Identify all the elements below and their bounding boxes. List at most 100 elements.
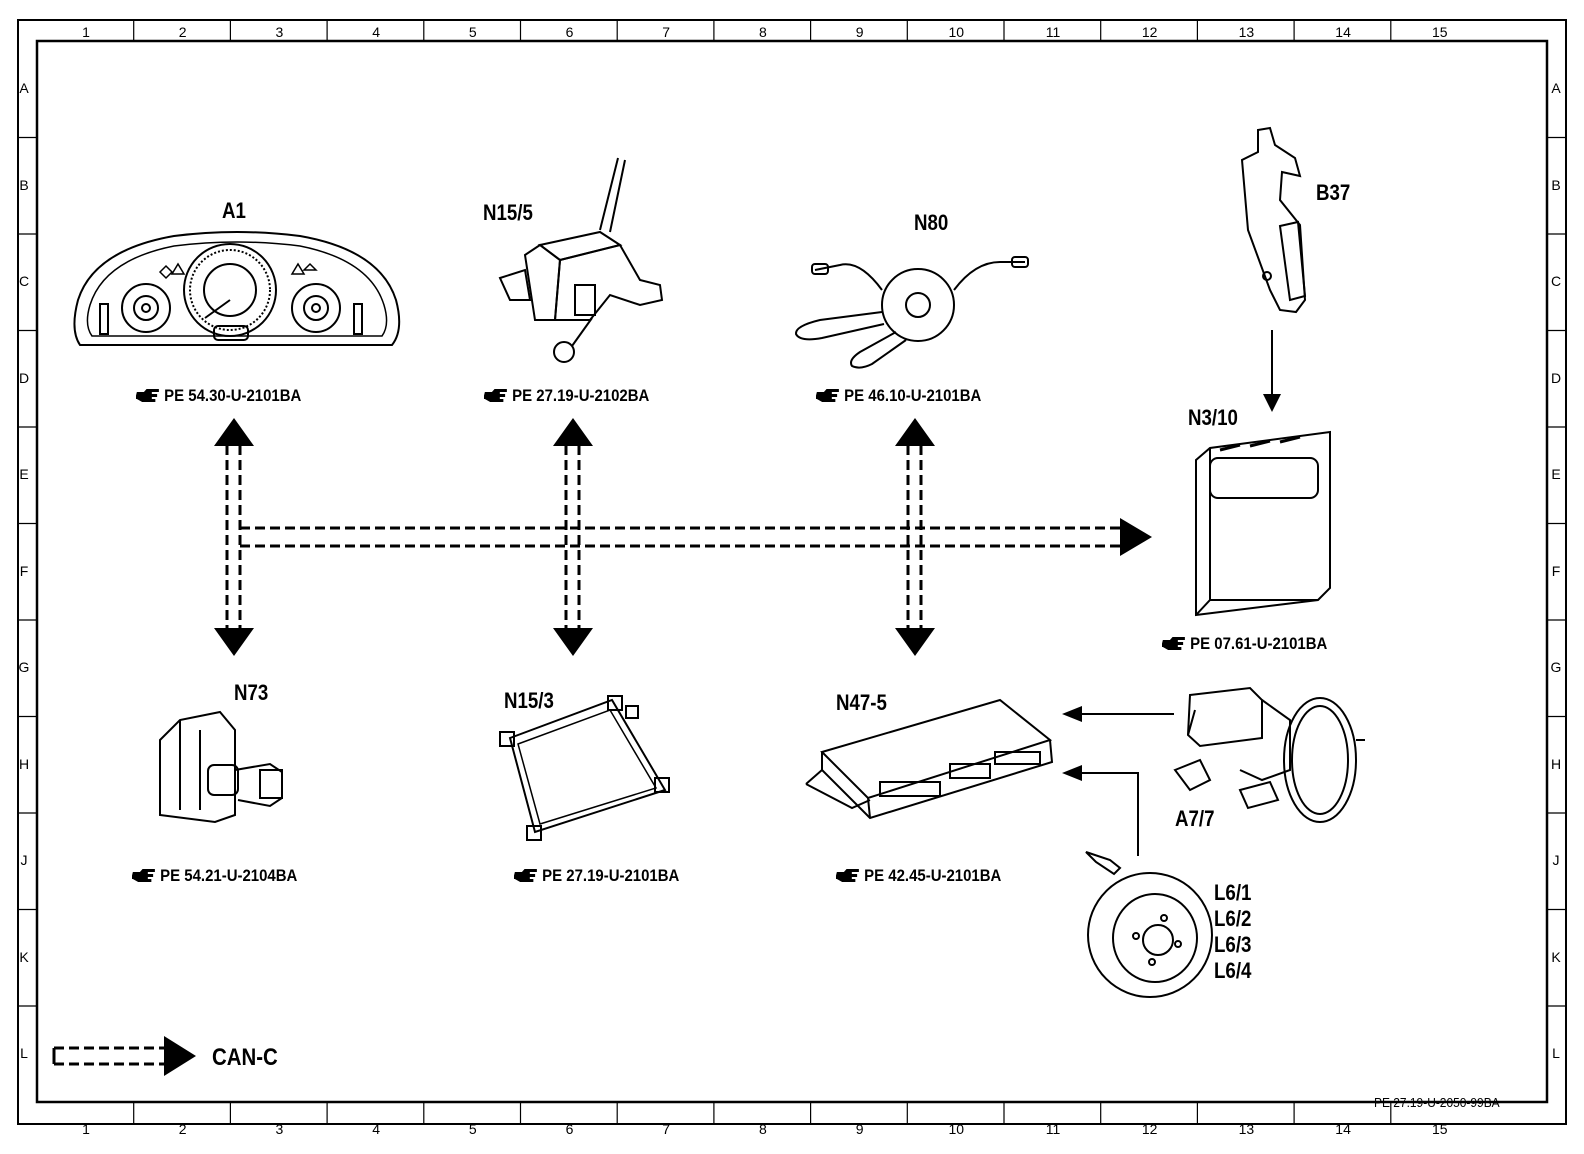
arrow-right-n3-10 — [1120, 518, 1152, 556]
steering-switch-drawing — [795, 256, 1029, 369]
grid-column-label: 10 — [948, 1121, 965, 1137]
grid-row-label: J — [1552, 852, 1560, 869]
grid-row-label: K — [1551, 948, 1561, 965]
label-l6-group: L6/1 L6/2 L6/3 L6/4 — [1214, 880, 1251, 984]
grid-row-label: L — [20, 1045, 28, 1062]
grid-column-label: 11 — [1045, 1121, 1061, 1137]
label-a1: A1 — [222, 198, 246, 223]
grid-column-label: 14 — [1335, 24, 1351, 40]
label-a7-7: A7/7 — [1175, 806, 1215, 831]
can-c-arrowheads — [214, 418, 1152, 656]
grid-column-label: 3 — [275, 24, 284, 40]
l6-to-n47-5-line — [1082, 772, 1139, 856]
grid-column-label: 6 — [565, 24, 574, 40]
label-l6-1: L6/1 — [1214, 880, 1252, 905]
arrow-up-a1 — [214, 418, 254, 446]
grid-row-label: B — [19, 176, 29, 193]
grid-row-label: A — [19, 80, 29, 97]
pointing-hand-icon — [1162, 637, 1185, 650]
grid-row-label: B — [1551, 176, 1561, 193]
drawing-frame — [17, 19, 1567, 1125]
drawing-code: PE 27.19-U-2050-99BA — [1374, 1095, 1500, 1110]
engine-control-unit-drawing — [1195, 430, 1331, 617]
grid-column-label: 7 — [662, 24, 671, 40]
grid-column-label: 8 — [758, 1121, 767, 1137]
label-l6-4: L6/4 — [1214, 958, 1252, 983]
grid-row-label: G — [18, 659, 30, 676]
grid-row-label: E — [19, 466, 29, 483]
grid-row-label: D — [18, 369, 30, 386]
grid-row-label: G — [1550, 659, 1562, 676]
arrow-up-n80 — [895, 418, 935, 446]
pointing-hand-icon — [514, 869, 537, 882]
ref-n15-5: PE 27.19-U-2102BA — [484, 386, 649, 406]
grid-column-label: 2 — [178, 1121, 187, 1137]
label-n15-3: N15/3 — [504, 688, 554, 713]
ref-n15-3-text: PE 27.19-U-2101BA — [542, 866, 680, 885]
grid-column-label: 12 — [1141, 1121, 1158, 1137]
grid-column-label: 12 — [1141, 24, 1158, 40]
grid-row-label: K — [19, 948, 29, 965]
ref-n73: PE 54.21-U-2104BA — [132, 866, 297, 886]
grid-row-label: C — [1550, 273, 1562, 290]
shifter-drawing — [498, 157, 664, 363]
ref-n3-10-text: PE 07.61-U-2101BA — [1190, 634, 1328, 653]
grid-column-label: 15 — [1432, 1121, 1448, 1137]
grid-row-label: E — [1551, 466, 1561, 483]
arrow-down-n47-5 — [895, 628, 935, 656]
grid-column-label: 7 — [662, 1121, 671, 1137]
brake-booster-drawing — [1173, 686, 1365, 823]
grid-column-label: 14 — [1335, 1121, 1351, 1137]
can-c-bus — [225, 445, 1122, 630]
transmission-control-drawing — [499, 695, 670, 841]
arrow-down-n15-3 — [553, 628, 593, 656]
grid-column-label: 2 — [178, 24, 187, 40]
label-n47-5: N47-5 — [836, 690, 887, 715]
grid-column-label: 13 — [1238, 1121, 1255, 1137]
grid-column-label: 13 — [1238, 24, 1255, 40]
grid-column-label: 8 — [758, 24, 767, 40]
grid-column-label: 15 — [1432, 24, 1448, 40]
arrow-up-n15-5 — [553, 418, 593, 446]
grid-column-label: 5 — [468, 24, 477, 40]
esp-control-unit-drawing — [805, 698, 1054, 820]
pointing-hand-icon — [136, 389, 159, 402]
grid-column-label: 9 — [855, 24, 864, 40]
grid-column-label: 1 — [82, 24, 90, 40]
ref-a1-text: PE 54.30-U-2101BA — [164, 386, 302, 405]
label-n15-5: N15/5 — [483, 200, 533, 225]
pointing-hand-icon — [816, 389, 839, 402]
pointing-hand-icon — [836, 869, 859, 882]
grid-column-label: 10 — [948, 24, 965, 40]
grid-column-label: 4 — [372, 1121, 380, 1137]
grid-row-label: F — [19, 562, 29, 579]
instrument-cluster-drawing — [73, 231, 401, 346]
grid-row-label: D — [1550, 369, 1562, 386]
grid-column-label: 11 — [1045, 24, 1061, 40]
grid-row-label: J — [20, 852, 28, 869]
legend-label: CAN-C — [212, 1044, 278, 1071]
grid-row-label: L — [1552, 1045, 1560, 1062]
grid-row-label: C — [18, 273, 30, 290]
grid-column-label: 1 — [82, 1121, 90, 1137]
pointing-hand-icon — [132, 869, 155, 882]
grid-row-label: F — [1551, 562, 1561, 579]
ref-n15-5-text: PE 27.19-U-2102BA — [512, 386, 650, 405]
ignition-switch-drawing — [159, 710, 283, 824]
grid-column-label: 3 — [275, 1121, 284, 1137]
legend-can-c-symbol — [52, 1036, 196, 1076]
grid-column-label: 5 — [468, 1121, 477, 1137]
ref-n15-3: PE 27.19-U-2101BA — [514, 866, 679, 886]
label-n73: N73 — [234, 680, 269, 705]
grid-column-label: 6 — [565, 1121, 574, 1137]
grid-row-label: H — [18, 755, 30, 772]
grid-column-label: 4 — [372, 24, 380, 40]
signal-lines — [1082, 330, 1273, 856]
ref-n80: PE 46.10-U-2101BA — [816, 386, 981, 406]
pedal-sensor-drawing — [1240, 126, 1307, 314]
grid-row-label: H — [1550, 755, 1562, 772]
ref-n47-5: PE 42.45-U-2101BA — [836, 866, 1001, 886]
wheel-speed-sensor-drawing — [1085, 851, 1213, 998]
pointing-hand-icon — [484, 389, 507, 402]
